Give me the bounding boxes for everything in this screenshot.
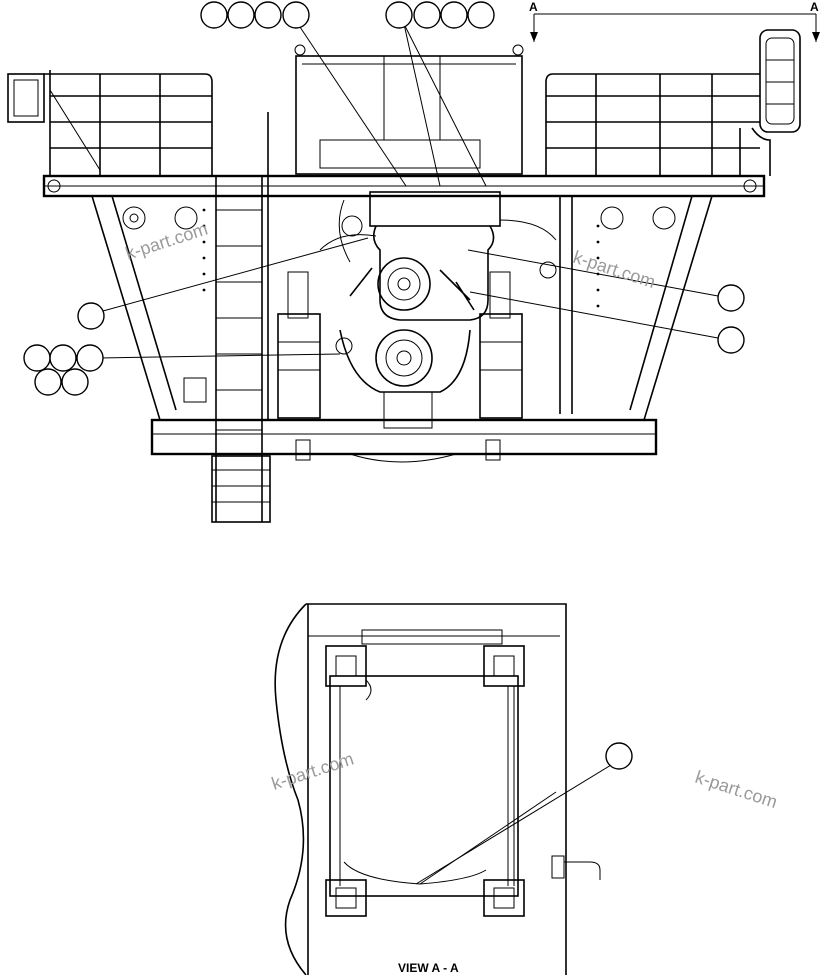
access-ladder xyxy=(211,112,271,523)
view-aa-detail xyxy=(274,603,617,975)
callout-balloon xyxy=(23,344,51,372)
mount-top-right xyxy=(483,645,525,687)
callout-balloon xyxy=(49,344,77,372)
callout-balloon xyxy=(200,1,228,29)
rivet-rows xyxy=(202,208,600,308)
callouts-left-lower xyxy=(23,344,104,396)
callout-balloon-left-mid xyxy=(77,302,105,330)
callout-balloon xyxy=(76,344,104,372)
watermark: k-part.com xyxy=(693,767,780,812)
watermark: k-part.com xyxy=(571,247,658,292)
suspension-struts xyxy=(277,271,523,419)
leader-lines xyxy=(91,23,719,359)
callout-balloon xyxy=(34,368,62,396)
callout-balloon xyxy=(413,1,441,29)
callout-balloon xyxy=(254,1,282,29)
callout-balloon xyxy=(385,1,413,29)
view-caption: VIEW A - A xyxy=(398,961,459,975)
mount-top-left xyxy=(325,645,367,687)
section-label-right: A xyxy=(810,0,819,14)
callout-balloon-right-lower xyxy=(717,326,745,354)
mount-bottom-left xyxy=(325,879,367,917)
section-label-left: A xyxy=(529,0,538,14)
mount-bottom-right xyxy=(483,879,525,917)
callouts-top-left xyxy=(200,1,310,29)
watermark: k-part.com xyxy=(123,219,210,264)
callout-balloon-view-aa xyxy=(605,742,633,770)
callouts-top-center xyxy=(385,1,495,29)
callout-balloon xyxy=(440,1,468,29)
callout-balloon xyxy=(282,1,310,29)
engine-assembly xyxy=(319,191,557,429)
callout-balloon xyxy=(467,1,495,29)
callout-balloon xyxy=(61,368,89,396)
machine-front-view xyxy=(7,23,801,523)
section-indicator: A A xyxy=(529,0,820,42)
callout-balloon-right-upper xyxy=(717,284,745,312)
watermark: k-part.com xyxy=(269,749,356,794)
callout-balloon xyxy=(227,1,255,29)
